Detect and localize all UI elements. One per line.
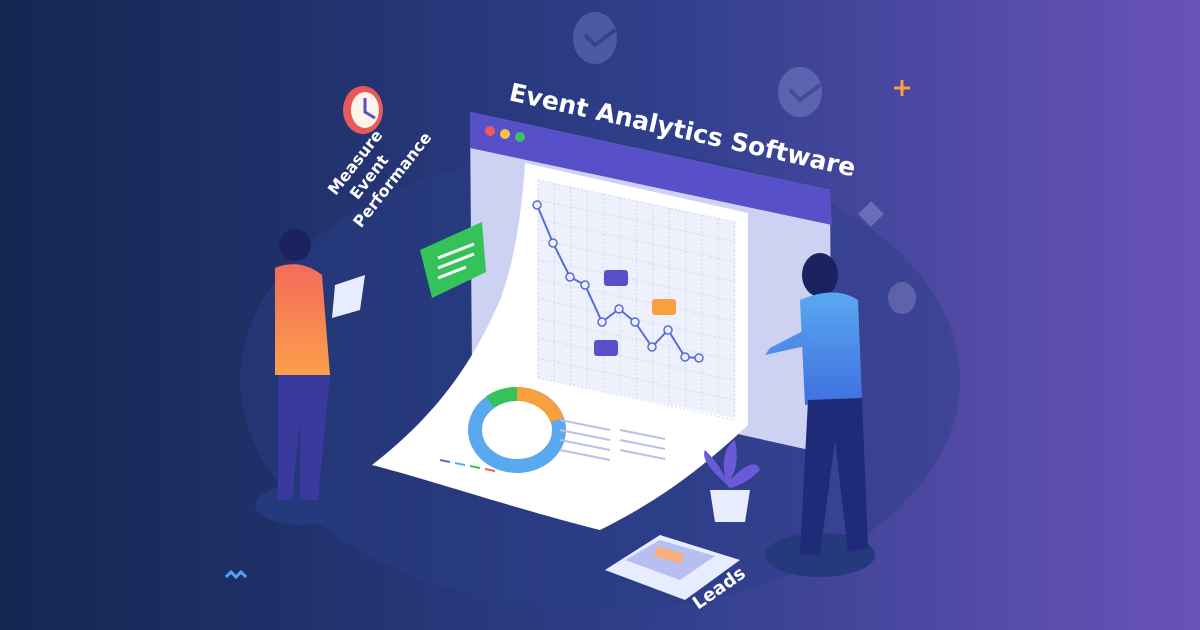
check-badge-icon: [778, 67, 822, 117]
window-minimize-dot: [500, 129, 510, 139]
chart-point: [565, 272, 575, 282]
decor-oval: [888, 282, 916, 314]
plus-icon: [894, 80, 910, 96]
chart-grid: [537, 179, 736, 421]
grid-line: [537, 219, 736, 263]
chart-point: [630, 317, 640, 327]
chart-point: [532, 200, 542, 210]
man-figure: [765, 253, 875, 577]
chat-bubble-icon: [420, 222, 486, 298]
grid-line: [537, 337, 736, 381]
clipboard: [332, 275, 365, 318]
chart-point: [663, 325, 673, 335]
plant-icon: [704, 440, 760, 522]
chart-point: [647, 342, 657, 352]
chart-point: [694, 353, 704, 363]
woman-figure: [255, 229, 365, 525]
grid-line: [537, 278, 736, 322]
decor-diamond: [858, 201, 884, 227]
chart-point: [614, 304, 624, 314]
grid-line: [537, 238, 736, 282]
grid-line: [537, 179, 736, 223]
window-header: [470, 112, 832, 225]
grid-line: [537, 377, 736, 421]
newspaper-icon: [605, 535, 740, 600]
grid-line: [537, 199, 736, 243]
chart-point: [548, 238, 558, 248]
chat-bubble-icon: [594, 270, 676, 356]
window-maximize-dot: [515, 132, 525, 142]
grid-line: [537, 357, 736, 401]
check-badge-icon: [573, 12, 617, 64]
grid-line: [537, 318, 736, 362]
report-sheet: [372, 163, 748, 530]
wave-icon: [224, 569, 248, 580]
chart-point: [580, 280, 590, 290]
legend-marks: [439, 459, 496, 472]
grid-line: [537, 258, 736, 302]
window-close-dot: [485, 126, 495, 136]
donut-chart-icon: [468, 387, 566, 473]
chart-point: [680, 352, 690, 362]
clock-icon: [343, 86, 383, 134]
chart-point: [597, 317, 607, 327]
text-lines: [559, 419, 666, 461]
